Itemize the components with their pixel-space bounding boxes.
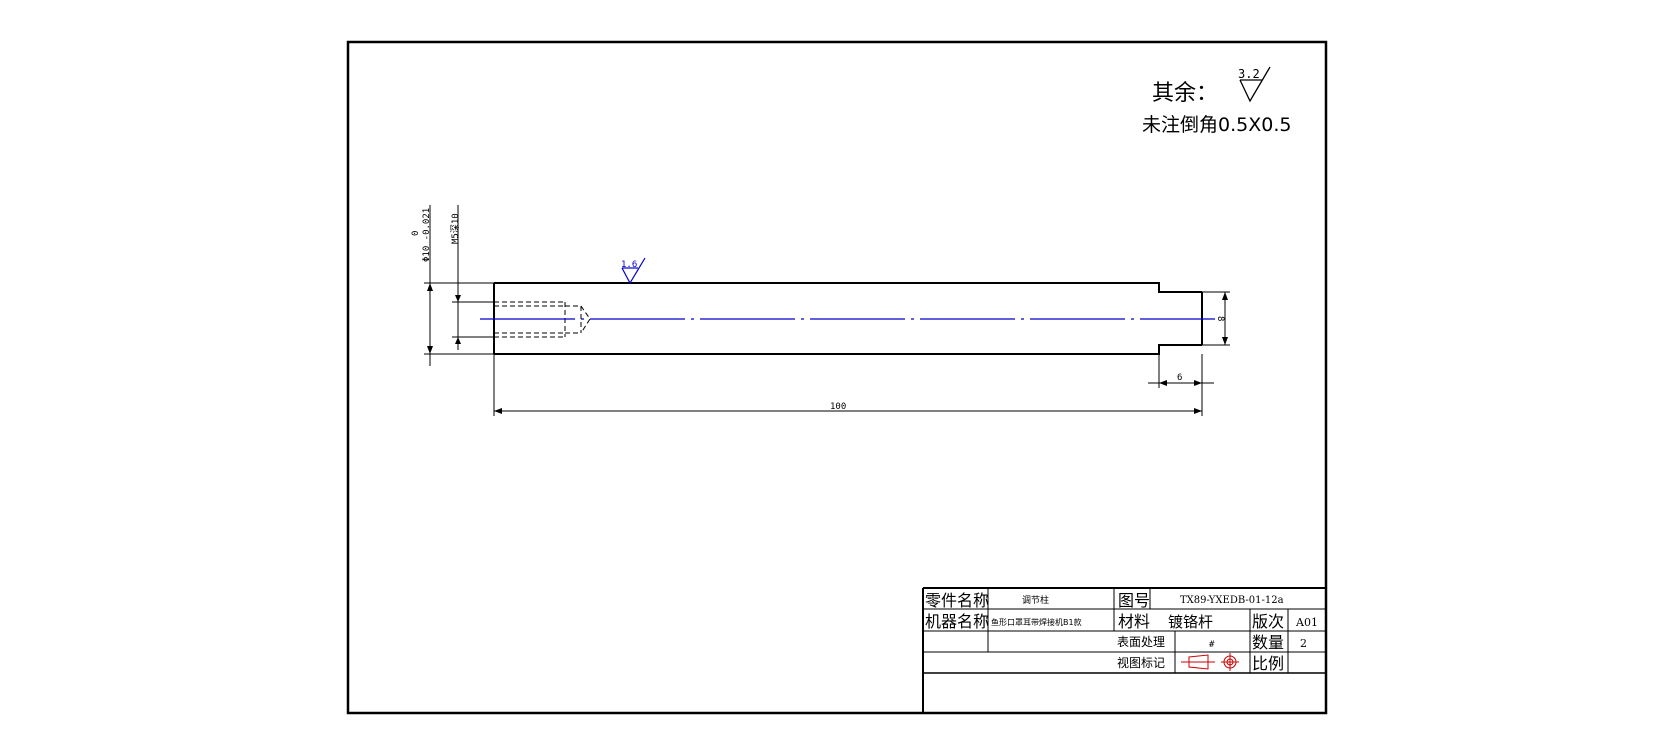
- remaining-roughness-label: 其余：: [1152, 81, 1218, 106]
- dim-thread: [452, 205, 494, 350]
- dim-diameter-main-text: Φ10 -0.021: [422, 208, 432, 262]
- roughness-symbol-remaining: [1239, 66, 1271, 103]
- hidden-thread-hole: [494, 301, 591, 338]
- surface-value: #: [1209, 640, 1215, 650]
- remaining-roughness-value: 3.2: [1238, 67, 1260, 81]
- projection-symbol-icon: [1181, 653, 1239, 671]
- dim-thread-text: M5深10: [450, 213, 461, 244]
- title-block: [922, 587, 1326, 713]
- quantity-value: 2: [1300, 637, 1307, 650]
- dim-total-length-text: 100: [830, 402, 846, 412]
- dim-step-length-text: 6: [1177, 373, 1182, 383]
- version-value: A01: [1295, 616, 1318, 629]
- sheet-border: [346, 40, 1328, 715]
- machine-name-label: 机器名称: [925, 612, 989, 631]
- version-label: 版次: [1252, 612, 1284, 631]
- part-name-label: 零件名称: [925, 591, 989, 610]
- dim-total-length: [493, 354, 1203, 416]
- surface-label: 表面处理: [1117, 635, 1165, 649]
- dim-step-length: [1148, 354, 1214, 388]
- dim-diameter-tolerance-upper: 0: [411, 231, 421, 236]
- dim-diameter-main: [424, 205, 494, 366]
- part-outline: [493, 282, 1203, 355]
- material-label: 材料: [1118, 612, 1150, 631]
- material-value: 镀铬杆: [1168, 613, 1213, 631]
- scale-label: 比例: [1252, 654, 1284, 673]
- chamfer-note: 未注倒角0.5X0.5: [1142, 114, 1291, 136]
- drawing-no-label: 图号: [1118, 591, 1150, 610]
- roughness-local-value: 1.6: [621, 260, 637, 270]
- drawing-no-value: TX89-YXEDB-01-12a: [1180, 595, 1284, 606]
- roughness-symbol-local: [621, 257, 646, 285]
- dim-step-diameter-text: 8: [1215, 316, 1225, 321]
- machine-name-value: 鱼形口罩耳带焊接机B1款: [991, 617, 1082, 627]
- quantity-label: 数量: [1252, 633, 1284, 652]
- view-label: 视图标记: [1117, 655, 1165, 670]
- part-name-value: 调节柱: [1022, 594, 1049, 606]
- dim-step-diameter: [1202, 291, 1230, 346]
